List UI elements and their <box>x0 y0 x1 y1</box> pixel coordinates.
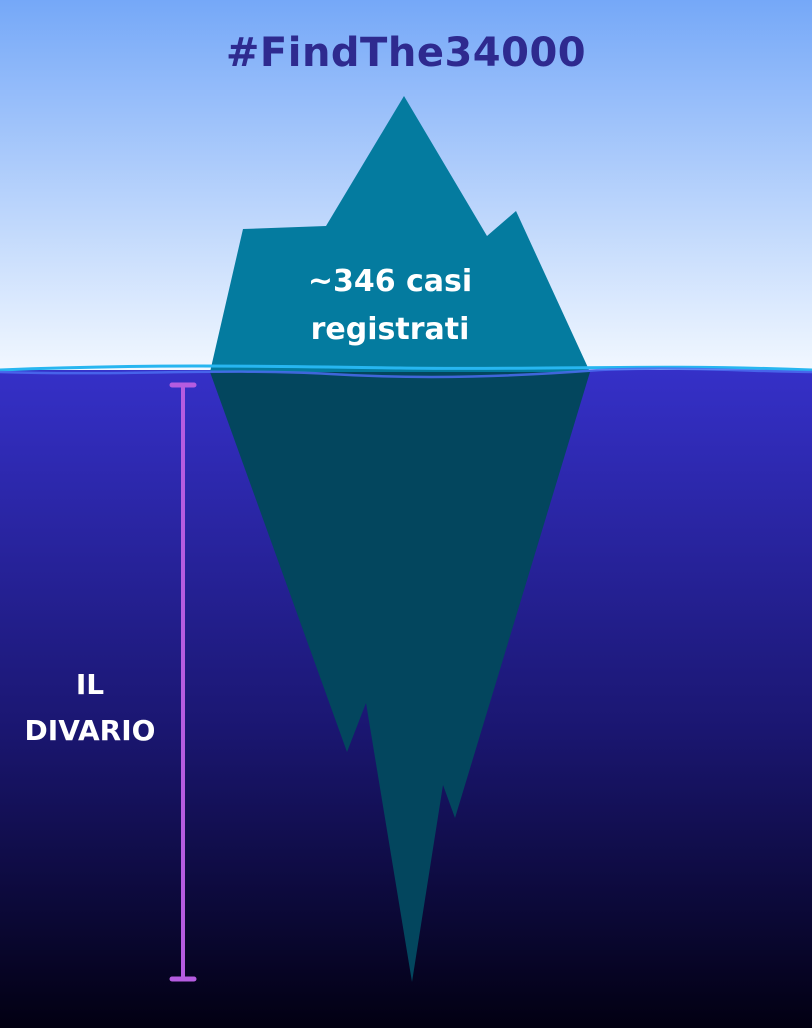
waterline <box>0 364 812 372</box>
waterline-ripple <box>0 367 812 379</box>
hashtag-title: #FindThe34000 <box>225 30 587 76</box>
gap-label-line-1: IL <box>75 668 105 701</box>
registered-cases-line-2: registrati <box>310 312 470 347</box>
registered-cases-line-1: ~346 casi <box>307 264 473 299</box>
iceberg-submerged <box>210 372 590 982</box>
registered-cases-label: ~346 casi registrati <box>250 258 530 354</box>
gap-label-line-2: DIVARIO <box>24 714 156 747</box>
gap-label: IL DIVARIO <box>0 662 180 754</box>
gap-bracket <box>169 382 197 982</box>
iceberg-tip <box>210 96 590 372</box>
